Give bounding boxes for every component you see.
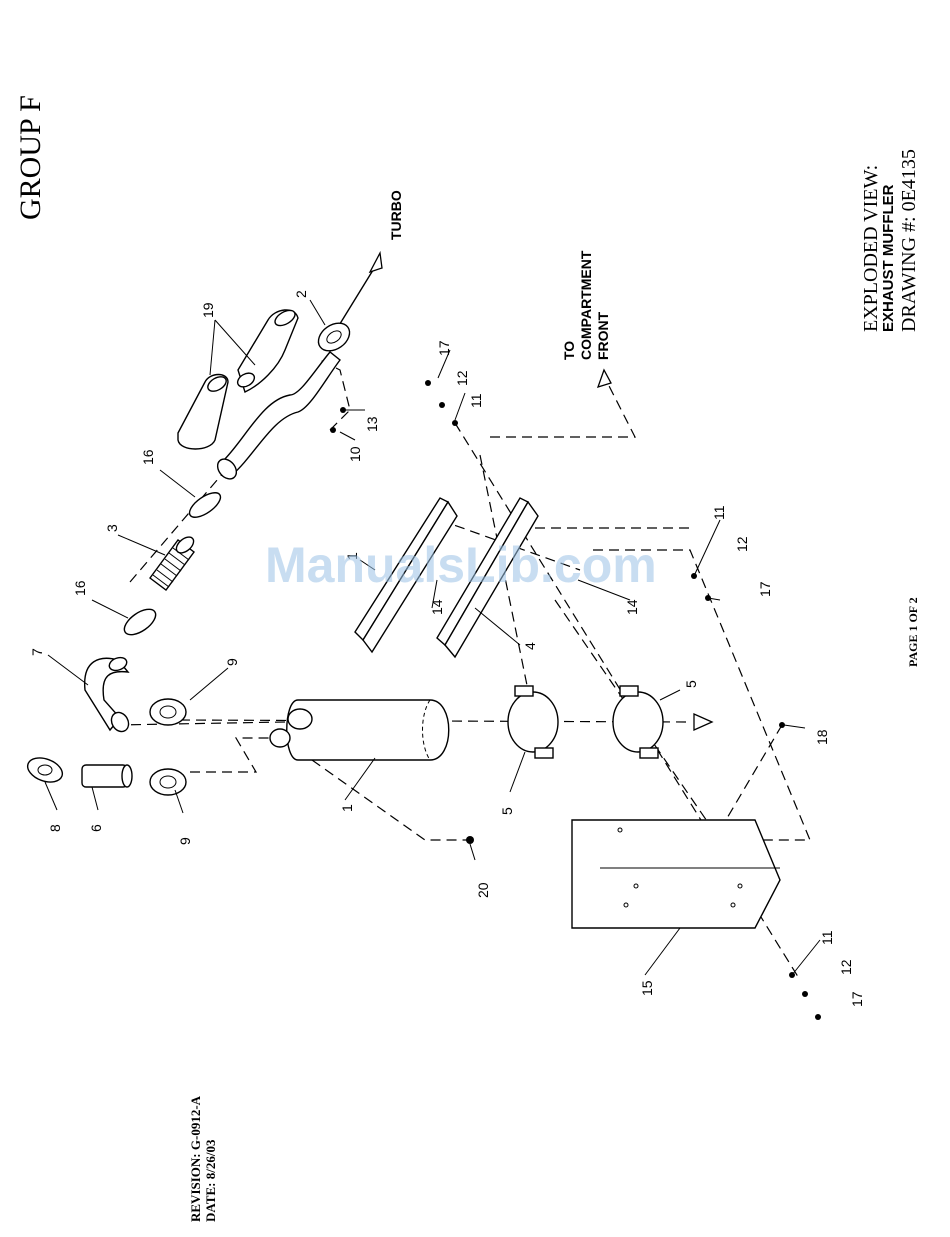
callout-11-bottom: 11 xyxy=(819,930,835,945)
callout-5-left: 5 xyxy=(499,807,515,815)
callout-9-lower: 9 xyxy=(177,837,193,845)
callout-7: 7 xyxy=(29,648,45,656)
support-plate xyxy=(572,820,780,928)
callout-13: 13 xyxy=(364,416,380,432)
callout-19: 19 xyxy=(200,302,216,318)
elbow-pipe xyxy=(85,655,132,734)
watermark: ManualsLib.com xyxy=(265,537,657,593)
callout-2: 2 xyxy=(293,290,309,298)
revision-label: REVISION: G-0912-A xyxy=(188,1095,203,1222)
callout-11-top: 11 xyxy=(468,393,484,408)
group-label: GROUP F xyxy=(14,95,47,220)
direction-arrows xyxy=(330,253,712,730)
compartment-arrow-head xyxy=(598,370,611,387)
turbo-arrow-head xyxy=(370,253,382,272)
callout-5-right: 5 xyxy=(683,680,699,688)
callout-14-right: 14 xyxy=(624,599,640,615)
callout-14-left: 14 xyxy=(429,599,445,615)
rain-cap xyxy=(24,754,65,787)
callout-18: 18 xyxy=(814,729,830,745)
page-number: PAGE 1 OF 2 xyxy=(906,597,920,667)
callout-6: 6 xyxy=(88,824,104,832)
compartment-label: COMPARTMENT xyxy=(578,250,594,360)
direction-labels: TURBO TO COMPARTMENT FRONT xyxy=(388,190,611,360)
callout-15: 15 xyxy=(639,980,655,996)
callout-17-top: 17 xyxy=(436,340,452,356)
title-line-1: EXPLODED VIEW: xyxy=(860,165,882,332)
flex-bellows xyxy=(150,534,197,590)
callout-4: 4 xyxy=(522,642,538,650)
callout-9-upper: 9 xyxy=(224,658,240,666)
callout-12-bottom: 12 xyxy=(838,959,854,975)
title-line-2: EXHAUST MUFFLER xyxy=(880,184,897,332)
muffler xyxy=(270,700,449,760)
callout-17-bottom: 17 xyxy=(849,991,865,1007)
callout-10: 10 xyxy=(347,446,363,462)
callout-17-mid: 17 xyxy=(757,581,773,597)
callout-3: 3 xyxy=(104,524,120,532)
callout-16-lower: 16 xyxy=(72,580,88,596)
to-label: TO xyxy=(561,341,577,360)
callout-12-top: 12 xyxy=(454,370,470,386)
callout-12-mid: 12 xyxy=(734,536,750,552)
callout-16-upper: 16 xyxy=(140,449,156,465)
heat-shields xyxy=(178,307,298,449)
callout-20: 20 xyxy=(475,882,491,898)
turbo-label: TURBO xyxy=(388,190,404,240)
main-axis-arrow-head xyxy=(694,714,712,730)
callout-1-muffler: 1 xyxy=(339,804,355,812)
callout-8: 8 xyxy=(47,824,63,832)
title-block: EXPLODED VIEW: EXHAUST MUFFLER DRAWING #… xyxy=(860,149,920,332)
front-label: FRONT xyxy=(595,311,611,360)
date-label: DATE: 8/26/03 xyxy=(203,1139,218,1222)
flanges xyxy=(150,699,186,795)
title-line-3: DRAWING #: 0E4135 xyxy=(898,149,920,332)
straight-pipe xyxy=(82,765,132,787)
callout-11-mid: 11 xyxy=(711,505,727,520)
